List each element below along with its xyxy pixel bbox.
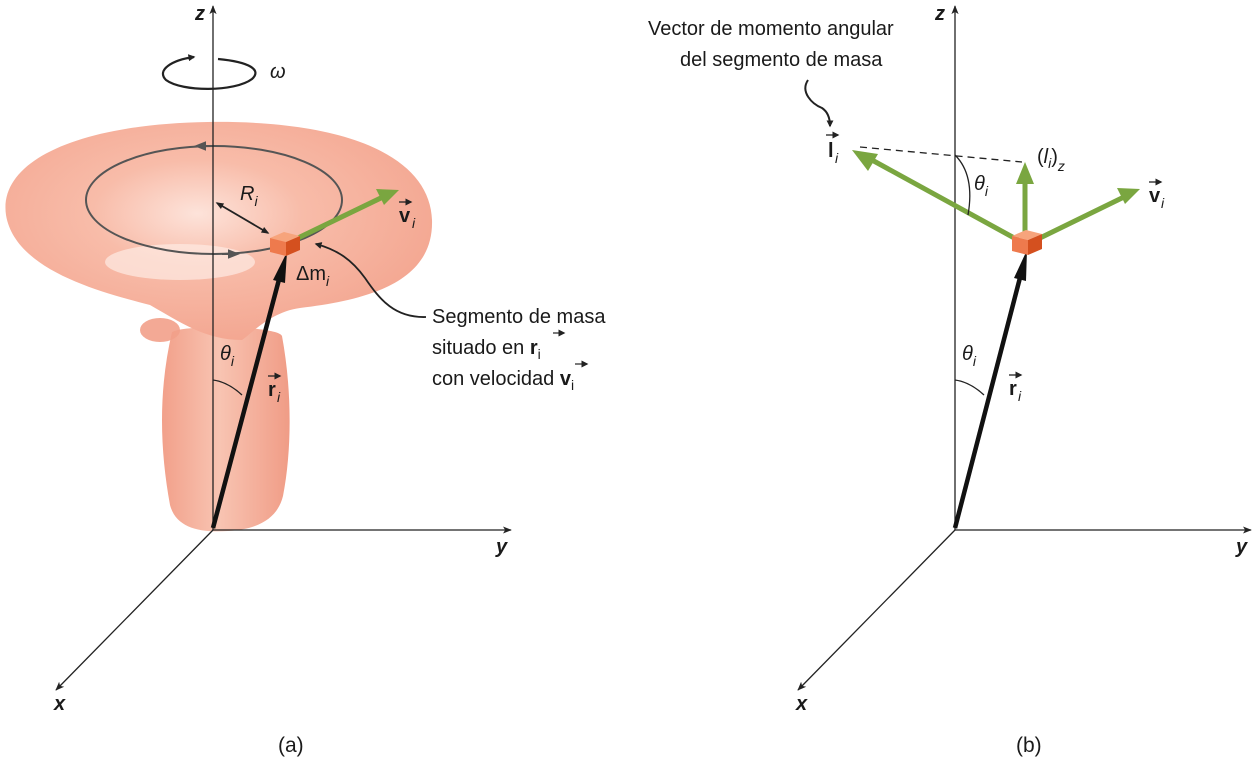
x-axis-label-b: x <box>795 693 808 715</box>
velocity-label-b: v i <box>1149 178 1165 211</box>
annotation-pointer-b <box>804 79 834 128</box>
svg-text:i: i <box>1161 195 1165 211</box>
l-label: l i <box>826 131 840 166</box>
radius-label: Ri <box>240 183 258 209</box>
velocity-vector-b-head <box>1117 188 1140 204</box>
position-vector-b <box>952 269 1025 529</box>
projection-dashed-line <box>859 146 1023 163</box>
radius-arrow <box>215 202 270 234</box>
svg-text:r: r <box>1009 378 1017 400</box>
annotation-line-1-b: Vector de momento angular <box>648 18 894 40</box>
rotation-circle <box>85 145 343 255</box>
svg-text:r: r <box>268 379 276 401</box>
caption-a: (a) <box>278 734 304 757</box>
svg-text:l: l <box>828 140 834 162</box>
angle-arc-a <box>212 379 243 396</box>
annotation-line-2-a: situado en ri <box>432 329 566 362</box>
angle-arc-b-bottom <box>954 379 985 396</box>
x-axis-label-a: x <box>53 693 66 715</box>
angular-momentum-vector <box>870 157 1020 243</box>
angle-label-a: θi <box>220 343 235 369</box>
position-vector-b-head <box>1014 250 1027 281</box>
caption-b: (b) <box>1016 734 1042 757</box>
svg-text:i: i <box>835 150 839 166</box>
position-vector-a <box>210 271 284 529</box>
z-component-vector-head <box>1016 162 1034 184</box>
svg-text:v: v <box>399 205 411 227</box>
velocity-vector-b <box>1038 193 1128 241</box>
panel-a: z y x ω Ri θi v i Δmi <box>5 3 606 757</box>
mass-segment-cube-b <box>1012 230 1042 255</box>
velocity-vector-a <box>296 193 387 241</box>
position-label-b: r i <box>1009 371 1023 404</box>
svg-text:i: i <box>412 215 416 231</box>
x-axis-a <box>55 529 214 691</box>
x-axis-b <box>797 529 956 691</box>
mass-label: Δmi <box>296 263 330 289</box>
angle-arc-b-top <box>954 154 971 216</box>
angle-label-b-bottom: θi <box>962 343 977 369</box>
mass-segment-cube <box>270 232 300 256</box>
svg-text:i: i <box>1018 388 1022 404</box>
omega-arrow <box>161 54 257 90</box>
svg-text:con velocidad vi: con velocidad vi <box>432 368 574 393</box>
omega-label: ω <box>270 61 286 83</box>
velocity-label-a: v i <box>399 198 416 231</box>
position-vector-a-head <box>273 252 287 283</box>
svg-text:i: i <box>277 389 281 405</box>
svg-text:situado en ri: situado en ri <box>432 337 541 362</box>
panel-b: z y x Vector de momento angular del segm… <box>648 3 1252 757</box>
annotation-line-1-a: Segmento de masa <box>432 306 606 328</box>
z-axis-label-a: z <box>194 3 205 25</box>
angular-momentum-vector-head <box>852 150 878 171</box>
position-label-a: r i <box>268 372 282 405</box>
annotation-line-2-b: del segmento de masa <box>680 49 883 71</box>
y-axis-label-b: y <box>1235 536 1248 558</box>
angle-label-b-top: θi <box>974 173 989 199</box>
z-component-label: (li)z <box>1037 146 1065 174</box>
annotation-pointer-a <box>314 242 427 318</box>
rotating-body <box>5 121 433 532</box>
y-axis-label-a: y <box>495 536 508 558</box>
z-axis-label-b: z <box>934 3 945 25</box>
velocity-vector-a-head <box>376 189 399 205</box>
annotation-line-3-a: con velocidad vi <box>432 360 589 393</box>
svg-text:v: v <box>1149 185 1161 207</box>
